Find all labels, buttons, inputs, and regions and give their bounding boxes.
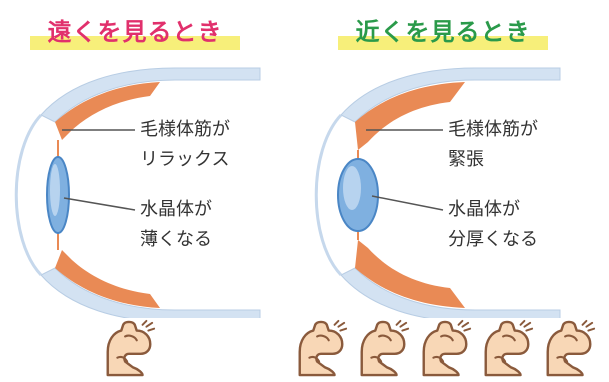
far-lens-label-line1: 水晶体が	[140, 199, 212, 220]
near-muscle-label-line2: 緊張	[448, 149, 484, 170]
near-muscle-label-line1: 毛様体筋が	[448, 119, 538, 140]
far-lens-label: 水晶体が 薄くなる	[140, 195, 212, 255]
near-view-panel: 近くを見るとき 毛様体筋が 緊張 水晶体が 分厚くなる	[298, 0, 609, 382]
near-lens-leader	[371, 195, 444, 211]
far-lens-leader	[63, 197, 136, 211]
far-title-block: 遠くを見るとき	[30, 10, 240, 50]
near-eye-diagram	[314, 67, 561, 318]
far-muscle-label: 毛様体筋が リラックス	[140, 115, 230, 175]
far-lens-highlight	[50, 164, 60, 216]
far-title-highlight	[30, 36, 240, 50]
near-lens-highlight	[343, 166, 361, 210]
near-flexed-arm-icon	[354, 318, 412, 378]
far-ciliary-muscle-lower	[55, 250, 160, 308]
far-lens-label-line2: 薄くなる	[140, 229, 212, 250]
near-sclera-lower	[340, 267, 561, 318]
near-flexed-arm-icon	[540, 318, 598, 378]
near-title-block: 近くを見るとき	[338, 10, 548, 50]
near-ciliary-muscle-lower	[355, 240, 465, 308]
far-title: 遠くを見るとき	[47, 18, 223, 46]
far-muscle-label-line1: 毛様体筋が	[140, 119, 230, 140]
near-ciliary-muscle-upper	[355, 82, 465, 150]
near-cornea	[314, 113, 343, 277]
far-sclera-lower	[40, 267, 261, 318]
far-eye-diagram	[14, 67, 261, 318]
far-muscle-icons	[100, 318, 162, 382]
far-ciliary-muscle-upper	[55, 82, 160, 140]
near-lens-label: 水晶体が 分厚くなる	[448, 195, 538, 255]
far-view-panel: 遠くを見るとき 毛様体筋が リラックス 水晶体が 薄くなる	[0, 0, 300, 382]
near-title: 近くを見るとき	[355, 18, 531, 46]
near-flexed-arm-icon	[416, 318, 474, 378]
near-sclera	[340, 67, 561, 123]
near-lens-label-line2: 分厚くなる	[448, 229, 538, 250]
near-title-highlight	[338, 36, 548, 50]
far-sclera	[40, 67, 261, 123]
far-muscle-label-line2: リラックス	[140, 149, 230, 170]
near-lens-label-line1: 水晶体が	[448, 199, 520, 220]
far-cornea	[14, 113, 43, 277]
far-flexed-arm-icon	[100, 318, 158, 378]
near-flexed-arm-icon	[478, 318, 536, 378]
near-flexed-arm-icon	[292, 318, 350, 378]
near-muscle-label: 毛様体筋が 緊張	[448, 115, 538, 175]
near-muscle-icons	[292, 318, 602, 382]
